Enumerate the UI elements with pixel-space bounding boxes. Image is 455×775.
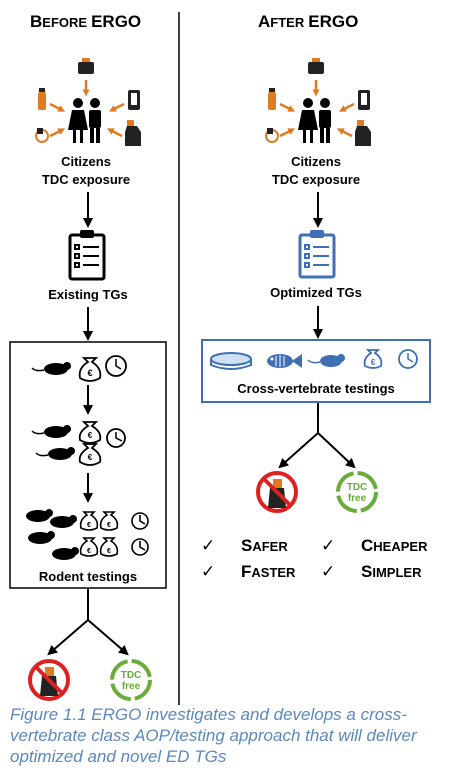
after-citizens-label: Citizens xyxy=(291,154,341,169)
svg-text:€: € xyxy=(87,548,91,555)
before-citizens-label: Citizens xyxy=(61,154,111,169)
money-bag-icon: € xyxy=(78,357,102,382)
svg-text:free: free xyxy=(122,681,141,692)
cross-vertebrate-icons: € xyxy=(210,349,418,370)
svg-text:€: € xyxy=(107,522,111,529)
before-exposure-arrows xyxy=(49,80,125,138)
svg-text:SAFER: SAFER xyxy=(241,536,288,555)
figure-caption: Figure 1.1 ERGO investigates and develop… xyxy=(10,705,417,766)
after-clipboard-icon xyxy=(298,230,336,279)
benefit-faster: ✓ FASTER xyxy=(201,562,296,581)
svg-text:€: € xyxy=(88,453,93,462)
rat-icon xyxy=(31,362,71,375)
svg-text:✓: ✓ xyxy=(201,562,215,581)
fish-icon xyxy=(267,354,302,368)
svg-text:€: € xyxy=(87,522,91,529)
benefit-safer: ✓ SAFER xyxy=(201,536,288,555)
clock-icon xyxy=(105,355,127,377)
rodent-testing-label: Rodent testings xyxy=(39,569,137,584)
rodent-testing-box xyxy=(9,341,167,589)
rat-icon xyxy=(26,509,79,560)
after-exposure-arrows xyxy=(279,80,355,138)
money-bag-icon: € € xyxy=(78,421,102,466)
after-prohibited-icon xyxy=(256,471,298,513)
after-product-icons xyxy=(265,58,371,146)
after-tg-label: Optimized TGs xyxy=(270,285,362,300)
euro-labels: € € € € xyxy=(87,522,111,555)
after-exposure-label: TDC exposure xyxy=(272,172,360,187)
before-fork-arrows xyxy=(47,589,129,656)
rodent-row-2: € € xyxy=(31,421,126,466)
svg-text:FASTER: FASTER xyxy=(241,562,296,581)
benefits-list: ✓ SAFER ✓ CHEAPER ✓ FASTER ✓ SIMPLER xyxy=(201,536,428,581)
before-product-icons xyxy=(35,58,141,146)
after-exposure-cluster xyxy=(265,58,371,146)
money-bag-icon xyxy=(79,511,119,557)
svg-text:SIMPLER: SIMPLER xyxy=(361,562,422,581)
money-bag-icon: € xyxy=(363,349,383,369)
after-people-icon xyxy=(298,98,331,143)
before-people-icon xyxy=(68,98,101,143)
cross-vertebrate-label: Cross-vertebrate testings xyxy=(237,381,395,396)
rodent-row-1: € xyxy=(31,355,127,382)
before-tg-label: Existing TGs xyxy=(48,287,127,302)
rodent-icon xyxy=(307,354,345,367)
rat-icon xyxy=(31,425,75,460)
benefit-simpler: ✓ SIMPLER xyxy=(321,562,422,581)
clock-icon xyxy=(131,512,149,556)
svg-text:€: € xyxy=(371,358,376,367)
svg-text:TDC: TDC xyxy=(121,670,142,681)
svg-text:€: € xyxy=(87,368,92,378)
before-tdc-free-icon: TDC free xyxy=(110,659,152,701)
svg-text:free: free xyxy=(348,493,367,504)
after-tdc-free-icon: TDC free xyxy=(336,471,378,513)
before-clipboard-icon xyxy=(68,230,106,281)
petri-dish-icon xyxy=(210,352,252,370)
clock-icon xyxy=(106,428,126,448)
svg-text:€: € xyxy=(107,548,111,555)
before-exposure-cluster xyxy=(35,58,141,146)
benefit-cheaper: ✓ CHEAPER xyxy=(321,536,428,555)
svg-text:✓: ✓ xyxy=(321,562,335,581)
before-prohibited-icon xyxy=(28,659,70,701)
rodent-row-3: € € € € xyxy=(26,509,149,560)
svg-text:€: € xyxy=(88,431,93,440)
svg-text:✓: ✓ xyxy=(201,536,215,555)
svg-text:TDC: TDC xyxy=(347,482,368,493)
before-exposure-label: TDC exposure xyxy=(42,172,130,187)
svg-text:CHEAPER: CHEAPER xyxy=(361,536,428,555)
svg-text:✓: ✓ xyxy=(321,536,335,555)
cross-vertebrate-box xyxy=(201,339,431,403)
after-fork-arrows xyxy=(278,403,356,469)
clock-icon xyxy=(398,349,418,369)
